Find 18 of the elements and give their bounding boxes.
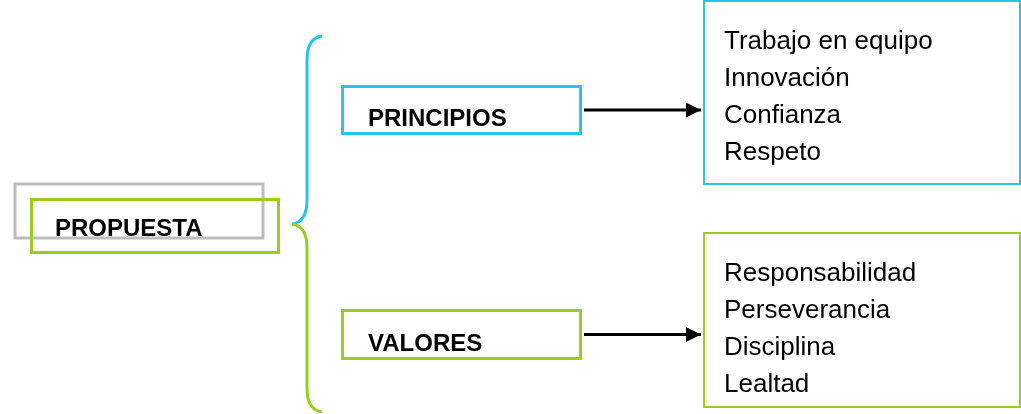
category-box (341, 309, 582, 360)
box-label: PRINCIPIOS (368, 104, 507, 132)
list-item: Innovación (724, 61, 851, 94)
list-item: Confianza (724, 98, 843, 131)
box-label: PROPUESTA (55, 214, 203, 242)
list-item: Respeto (724, 135, 822, 168)
category-box (341, 85, 582, 135)
box-label: VALORES (368, 328, 483, 357)
title-box (30, 198, 280, 254)
list-item: Lealtad (724, 367, 811, 400)
list-item: Responsabilidad (724, 256, 918, 289)
list-item: Perseverancia (724, 293, 892, 326)
arrow (584, 327, 701, 342)
arrow (584, 102, 701, 118)
list-box (703, 0, 1021, 185)
list-item: Disciplina (724, 330, 837, 363)
list-box (703, 232, 1021, 408)
list-item: Trabajo en equipo (724, 24, 934, 57)
